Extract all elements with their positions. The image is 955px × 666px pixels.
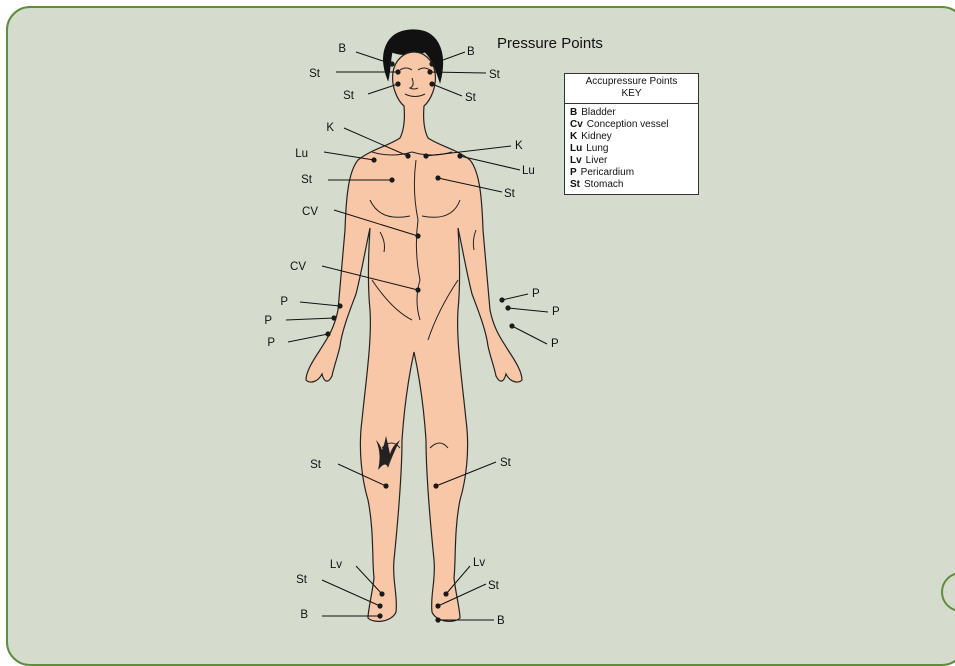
pressure-point-dot: [377, 603, 382, 608]
point-label-head-b-right: B: [467, 46, 475, 58]
pressure-point-dot: [415, 233, 420, 238]
pressure-point-dot: [435, 175, 440, 180]
point-label-foot-b-right: B: [497, 615, 505, 627]
pressure-point-dot: [383, 483, 388, 488]
pressure-point-dot: [389, 177, 394, 182]
point-label-p-left-1: P: [280, 296, 288, 308]
pressure-point-dot: [389, 61, 394, 66]
body-outline: [306, 52, 522, 621]
point-label-cheek-st-left: St: [343, 90, 355, 102]
point-label-k-left: K: [326, 122, 334, 134]
pressure-point-dot: [443, 591, 448, 596]
pressure-point-dot: [429, 81, 434, 86]
point-label-lv-left: Lv: [330, 559, 342, 571]
leader-line: [508, 308, 548, 312]
point-label-head-st-left: St: [309, 68, 321, 80]
point-label-cv-upper: CV: [302, 206, 318, 218]
point-label-foot-st-right: St: [488, 580, 500, 592]
point-label-p-left-2: P: [264, 315, 272, 327]
pressure-point-dot: [377, 613, 382, 618]
key-header-title: Accupressure Points: [565, 76, 698, 88]
leader-line: [286, 318, 334, 320]
key-header: Accupressure Points KEY: [565, 74, 698, 104]
leader-line: [288, 334, 328, 342]
leader-line: [512, 326, 547, 344]
point-label-lu-left: Lu: [295, 148, 308, 160]
leader-line: [300, 302, 340, 306]
pressure-point-dot: [499, 297, 504, 302]
point-label-cheek-st-right: St: [465, 92, 477, 104]
point-label-p-left-3: P: [267, 337, 275, 349]
point-label-p-right-2: P: [552, 306, 560, 318]
point-label-knee-st-right: St: [500, 457, 512, 469]
pressure-point-dot: [405, 153, 410, 158]
leader-line: [368, 84, 398, 94]
point-label-knee-st-left: St: [310, 459, 322, 471]
pressure-point-dot: [371, 157, 376, 162]
pressure-point-dot: [325, 331, 330, 336]
point-label-p-right-3: P: [551, 338, 559, 350]
leader-line: [432, 84, 462, 96]
point-label-lv-right: Lv: [473, 557, 485, 569]
point-label-head-st-right: St: [489, 69, 501, 81]
pressure-point-dot: [505, 305, 510, 310]
pressure-point-dot: [435, 603, 440, 608]
pressure-point-dot: [423, 153, 428, 158]
pressure-point-dot: [457, 153, 462, 158]
point-label-chest-st-right: St: [504, 188, 516, 200]
point-label-lu-right: Lu: [522, 165, 535, 177]
diagram-title: Pressure Points: [497, 35, 603, 52]
leader-line: [502, 294, 528, 300]
point-label-p-right-1: P: [532, 288, 540, 300]
pressure-point-dot: [379, 591, 384, 596]
pressure-point-dot: [395, 81, 400, 86]
pressure-point-dot: [435, 617, 440, 622]
point-label-head-b-left: B: [338, 43, 346, 55]
pressure-point-dot: [331, 315, 336, 320]
key-header-key: KEY: [565, 88, 698, 100]
point-label-k-right: K: [515, 140, 523, 152]
pressure-point-dot: [395, 69, 400, 74]
pressure-point-dot: [433, 483, 438, 488]
pressure-point-dot: [427, 69, 432, 74]
point-label-chest-st-left: St: [301, 174, 313, 186]
point-label-foot-b-left: B: [300, 609, 308, 621]
point-label-cv-lower: CV: [290, 261, 306, 273]
pressure-point-dot: [429, 61, 434, 66]
pressure-point-dot: [415, 287, 420, 292]
pressure-point-dot: [509, 323, 514, 328]
pressure-point-dot: [337, 303, 342, 308]
point-label-foot-st-left: St: [296, 574, 308, 586]
